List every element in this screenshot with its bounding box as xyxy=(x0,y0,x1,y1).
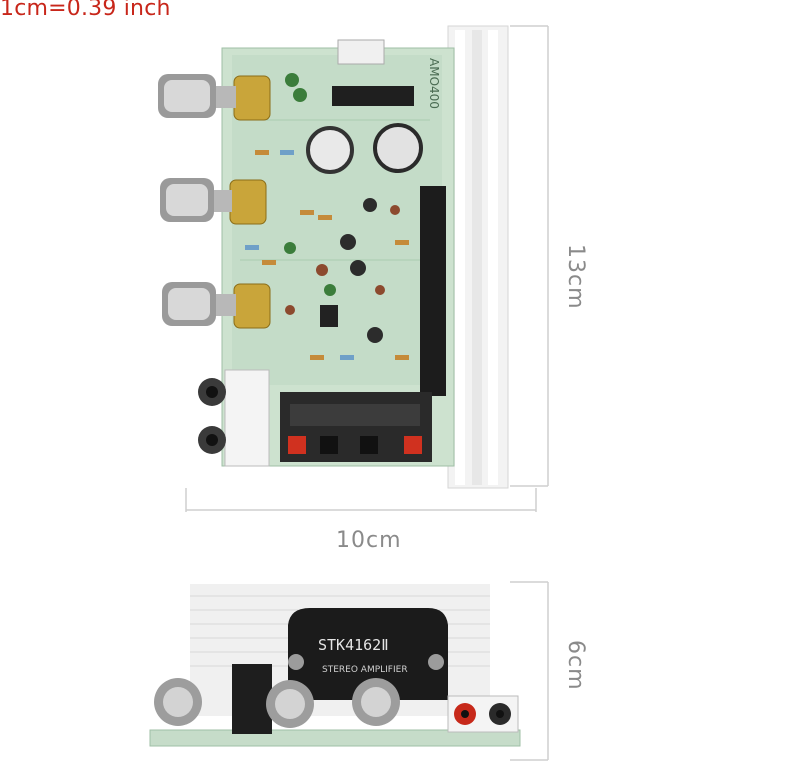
knob-2 xyxy=(160,178,267,225)
chip-sublabel: STEREO AMPLIFIER xyxy=(322,665,408,675)
stk-chip xyxy=(288,608,448,700)
amplifier-module xyxy=(420,186,446,396)
knob-3 xyxy=(162,282,271,329)
knob-1 xyxy=(158,74,271,121)
rca-input-jacks xyxy=(198,369,270,467)
capacitor-side xyxy=(232,664,272,734)
model-label: AMO400 xyxy=(427,58,441,109)
power-connector xyxy=(337,39,385,65)
rca-side xyxy=(447,695,519,733)
height-dimension-label: 13cm xyxy=(563,244,588,310)
chip-label: STK4162Ⅱ xyxy=(318,636,389,654)
capacitor xyxy=(306,126,354,174)
width-dimension-label: 10cm xyxy=(336,528,402,553)
knobs-side xyxy=(154,678,400,728)
dimension-lines xyxy=(185,25,549,761)
speaker-terminals xyxy=(280,392,432,462)
depth-dimension-label: 6cm xyxy=(563,640,588,691)
small-components xyxy=(245,73,409,360)
capacitor xyxy=(373,123,423,173)
ic-chip xyxy=(332,86,414,106)
scale-note: 1cm=0.39 inch xyxy=(0,0,171,21)
heatsink-top xyxy=(447,25,509,489)
